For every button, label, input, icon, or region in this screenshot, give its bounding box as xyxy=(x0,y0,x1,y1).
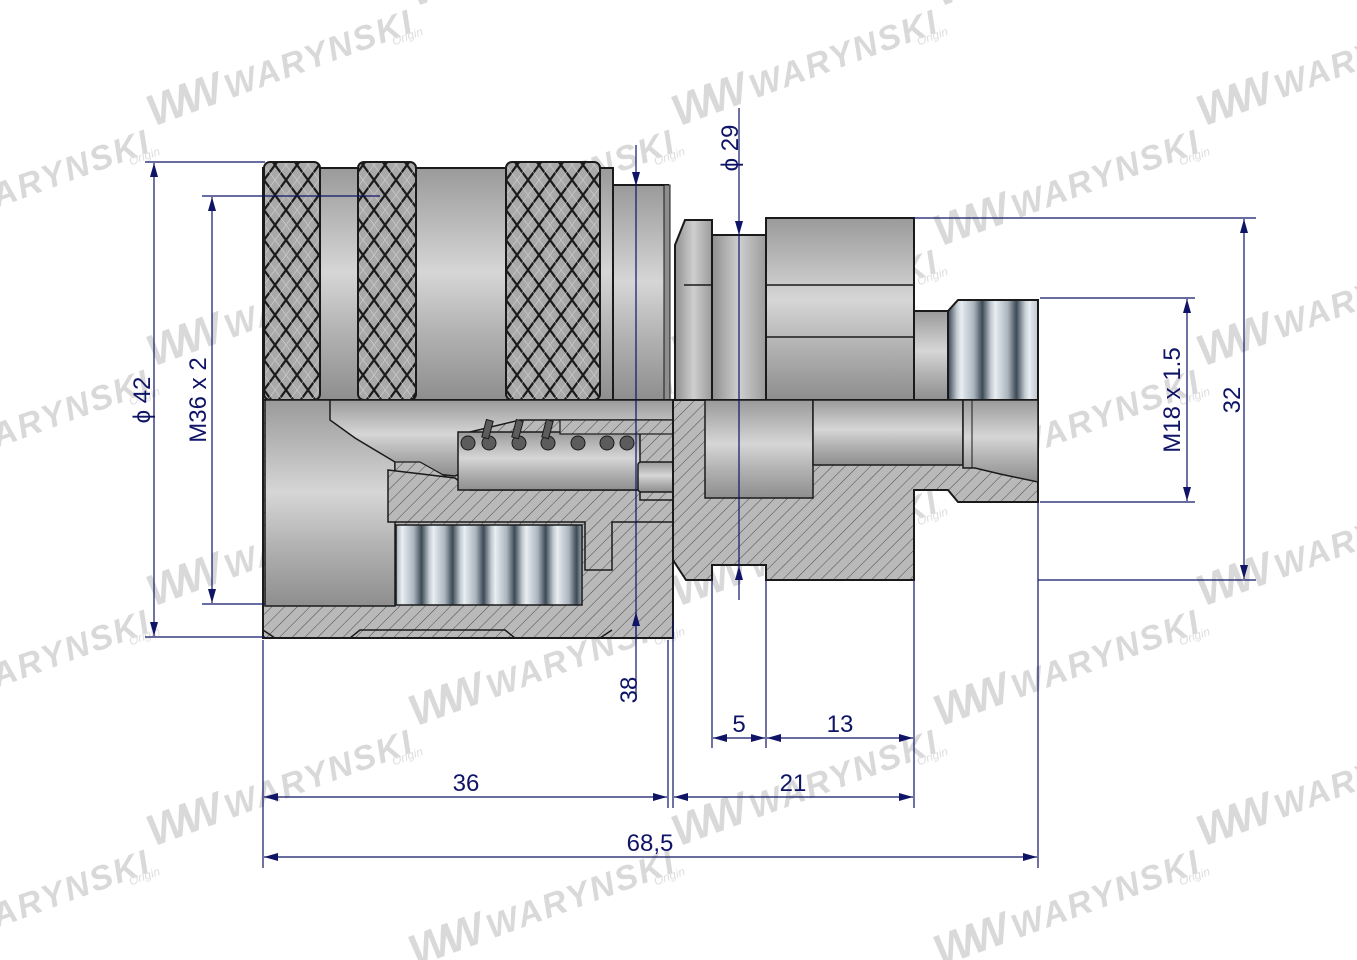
label-thread-left: M36 x 2 xyxy=(185,357,212,442)
adapter-body xyxy=(672,217,1039,581)
label-socket-length: 36 xyxy=(453,770,480,797)
external-thread xyxy=(947,299,1039,401)
label-groove-width: 5 xyxy=(732,711,745,738)
label-hex-size: 32 xyxy=(1219,387,1246,414)
dimensions xyxy=(145,108,1256,868)
dimension-labels: ϕ 42 M36 x 2 ϕ 29 M18 x 1.5 32 38 5 13 3… xyxy=(129,125,1246,857)
knurl-band-3 xyxy=(505,161,601,401)
knurl-band-2 xyxy=(357,161,417,401)
label-hex-width-left: 38 xyxy=(616,677,643,704)
spring xyxy=(460,418,635,451)
socket-body xyxy=(262,161,706,639)
label-adapter-length: 21 xyxy=(780,770,807,797)
label-outer-diameter: ϕ 42 xyxy=(129,377,156,424)
label-overall-length: 68,5 xyxy=(627,830,674,857)
knurl-band-1 xyxy=(263,161,321,401)
label-collar-diameter: ϕ 29 xyxy=(717,125,744,172)
label-thread-right: M18 x 1.5 xyxy=(1159,347,1186,452)
label-hex-length: 13 xyxy=(827,711,854,738)
internal-thread xyxy=(395,524,583,606)
